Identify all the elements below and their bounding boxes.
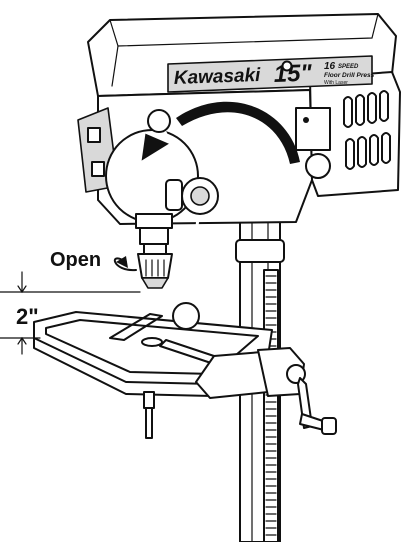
work-table [33,311,305,399]
feed-handle-knob-lower [172,302,200,330]
table-crank-handle [286,364,337,435]
table-lock-bolt [143,391,155,439]
product-line-1: Floor Drill Press [324,72,375,79]
handle-rotation-arrow-icon [141,101,300,164]
feed-handle-knob-upper [147,109,171,133]
brand-name: Kawasaki [173,65,261,89]
open-rotation-arrow-icon [113,256,137,272]
on-switch [87,127,101,143]
rack [263,269,279,543]
product-line-2: With Laser [324,80,348,86]
distance-dimension: 2" [0,271,141,355]
open-label: Open [50,249,101,271]
speed-number: 16 [324,61,336,72]
brand-plate: Kawasaki 15" 16 SPEED Floor Drill Press … [167,55,375,93]
motor-vents [343,90,391,170]
distance-label: 2" [16,304,39,329]
head-housing [77,13,401,245]
logo-screw-icon [281,60,293,72]
column-collar [235,239,285,263]
feed-handles [147,109,331,330]
off-switch [91,161,105,177]
speed-word: SPEED [338,64,359,70]
brand-size: 15" [273,60,313,88]
chuck [137,243,173,289]
feed-handle-knob-right [305,153,331,179]
